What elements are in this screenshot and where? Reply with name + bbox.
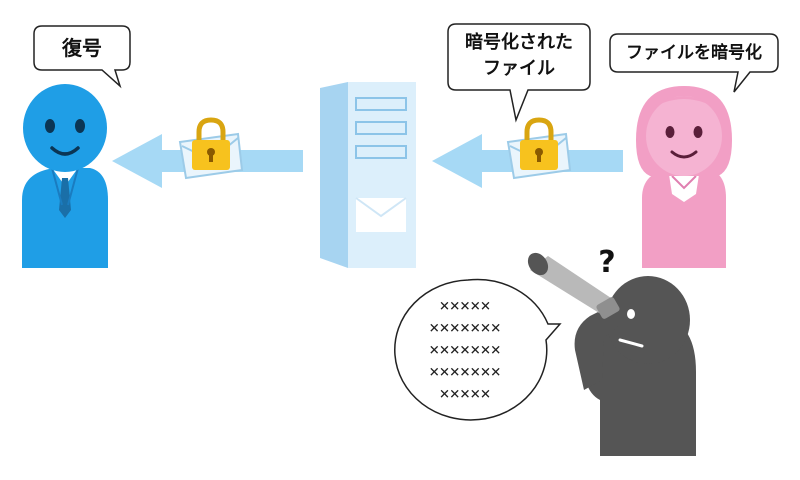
garbled-line: ××××××× — [429, 318, 501, 338]
transit-speech-text-line2: ファイル — [483, 58, 555, 79]
sender-speech-text: ファイルを暗号化 — [626, 43, 762, 63]
eavesdropper-person — [574, 276, 696, 456]
receiver-person — [22, 84, 108, 268]
eavesdropper-speech-bubble — [394, 278, 562, 421]
receiver-speech-text: 復号 — [62, 36, 102, 60]
garbled-line: ××××× — [439, 296, 491, 316]
receiver-speech-bubble — [33, 25, 131, 89]
lock-icon — [192, 117, 230, 170]
question-mark: ? — [598, 245, 616, 280]
server-icon — [320, 82, 416, 268]
transit-speech-text-line1: 暗号化された — [465, 32, 573, 53]
mail-icon — [355, 197, 407, 232]
garbled-line: ××××××× — [429, 362, 501, 382]
sender-person — [636, 86, 732, 268]
sender-speech-bubble — [609, 33, 779, 93]
garbled-line: ××××× — [439, 384, 491, 404]
encrypted-file-icon-right — [506, 117, 572, 180]
transit-speech-bubble — [447, 23, 591, 123]
telescope-icon — [527, 252, 620, 319]
encrypted-file-icon-left — [178, 117, 244, 180]
garbled-line: ××××××× — [429, 340, 501, 360]
lock-icon — [520, 117, 558, 170]
